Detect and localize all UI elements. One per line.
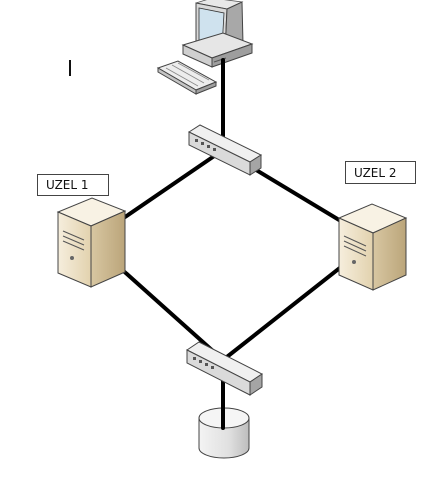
keyboard-icon (156, 60, 218, 95)
node-label-uzel2: UZEL 2 (345, 161, 416, 184)
text-cursor-icon (69, 60, 71, 76)
server-icon-uzel1 (56, 197, 127, 288)
node-label-uzel1: UZEL 1 (37, 174, 109, 196)
server-icon-uzel2 (337, 203, 408, 291)
node-label-text: UZEL 2 (354, 165, 397, 180)
network-switch-icon (187, 124, 263, 176)
network-switch-icon (186, 341, 263, 396)
storage-disk-icon (198, 406, 250, 459)
node-label-text: UZEL 1 (46, 178, 89, 192)
desktop-pc-icon (181, 0, 254, 68)
